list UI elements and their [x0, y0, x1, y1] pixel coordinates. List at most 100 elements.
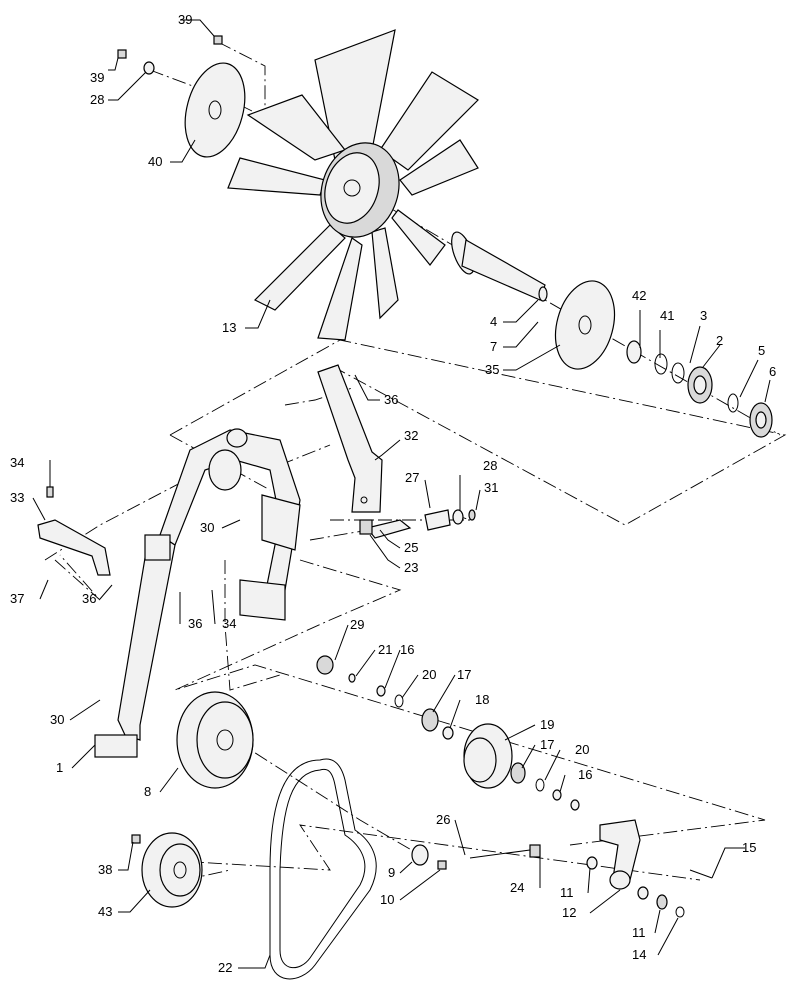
ring — [626, 340, 642, 364]
bushing — [656, 894, 668, 910]
clip — [529, 844, 541, 858]
bracket — [37, 486, 111, 576]
support-frame — [94, 428, 301, 758]
callout-9: 9 — [388, 865, 395, 880]
fan-hub-bore — [343, 179, 361, 197]
callout-38: 38 — [98, 862, 112, 877]
v-belt — [269, 758, 377, 980]
callout-17: 17 — [457, 667, 471, 682]
callout-29: 29 — [350, 617, 364, 632]
snap-ring — [727, 393, 739, 413]
top-fasteners — [117, 35, 223, 75]
bolt — [131, 834, 141, 844]
callout-28: 28 — [483, 458, 497, 473]
callout-21: 21 — [378, 642, 392, 657]
pin — [675, 906, 685, 918]
callout-40: 40 — [148, 154, 162, 169]
bolt — [437, 860, 447, 870]
bearing-inner — [755, 411, 767, 429]
callout-5: 5 — [758, 343, 765, 358]
washer — [637, 886, 649, 900]
callout-24: 24 — [510, 880, 524, 895]
callout-20: 20 — [422, 667, 436, 682]
tensioner-arm — [317, 364, 383, 513]
callout-20: 20 — [575, 742, 589, 757]
callout-18: 18 — [475, 692, 489, 707]
spring — [424, 509, 451, 531]
drive-pulley — [176, 691, 254, 789]
bearing — [510, 762, 526, 784]
snap-ring — [535, 778, 545, 792]
spring-assembly — [359, 509, 476, 539]
callout-36: 36 — [188, 616, 202, 631]
callout-12: 12 — [562, 905, 576, 920]
callout-42: 42 — [632, 288, 646, 303]
callout-26: 26 — [436, 812, 450, 827]
bearing-inner — [693, 375, 707, 395]
callout-14: 14 — [632, 947, 646, 962]
fan-blade — [317, 237, 363, 341]
callout-6: 6 — [769, 364, 776, 379]
callout-31: 31 — [484, 480, 498, 495]
callout-17: 17 — [540, 737, 554, 752]
nut — [468, 509, 476, 521]
frame-eye — [226, 428, 248, 448]
callout-11: 11 — [632, 925, 646, 940]
spacer — [411, 844, 429, 866]
cover-plate — [184, 62, 246, 158]
fan-shaft — [451, 231, 548, 302]
bearing — [421, 708, 439, 732]
washer — [552, 789, 562, 801]
idler-components — [316, 655, 580, 811]
clip — [359, 519, 373, 535]
callout-1: 1 — [56, 760, 63, 775]
callout-43: 43 — [98, 904, 112, 919]
fan-assembly — [227, 29, 479, 341]
callout-25: 25 — [404, 540, 418, 555]
pulley-plate — [554, 280, 616, 370]
callout-10: 10 — [380, 892, 394, 907]
callout-39: 39 — [90, 70, 104, 85]
bushing — [316, 655, 334, 675]
callout-13: 13 — [222, 320, 236, 335]
callout-3: 3 — [700, 308, 707, 323]
leaders — [32, 19, 771, 969]
callout-2: 2 — [716, 333, 723, 348]
callout-34: 34 — [222, 616, 236, 631]
callout-32: 32 — [404, 428, 418, 443]
snap-ring — [654, 353, 668, 375]
bolt-shank — [689, 869, 713, 879]
spacer — [442, 726, 454, 740]
fan-blade — [371, 227, 399, 320]
link — [365, 519, 412, 539]
callout-37: 37 — [10, 591, 24, 606]
washer — [348, 673, 356, 683]
crank-pulley — [141, 832, 203, 908]
frame-boss — [208, 449, 242, 491]
fan-blade — [399, 139, 479, 196]
callout-15: 15 — [742, 840, 756, 855]
fan-blade — [246, 94, 346, 161]
fan-blade — [379, 71, 479, 171]
callout-33: 33 — [10, 490, 24, 505]
callout-34: 34 — [10, 455, 24, 470]
callout-16: 16 — [578, 767, 592, 782]
callout-labels: 39 39 28 40 13 4 7 35 42 41 3 2 5 6 36 3… — [10, 12, 776, 975]
callout-30: 30 — [50, 712, 64, 727]
idler-bracket — [586, 819, 713, 918]
washer — [586, 856, 598, 870]
callout-39: 39 — [178, 12, 192, 27]
callout-27: 27 — [405, 470, 419, 485]
bolt — [117, 49, 127, 59]
idler-pulley-groove — [463, 737, 497, 783]
snap-ring — [671, 362, 685, 384]
fan-blade — [391, 209, 446, 266]
callout-35: 35 — [485, 362, 499, 377]
callout-11: 11 — [560, 885, 574, 900]
lower-fasteners — [131, 834, 541, 870]
callout-36: 36 — [82, 591, 96, 606]
pulley-plate-bore — [578, 315, 592, 335]
callout-22: 22 — [218, 960, 232, 975]
